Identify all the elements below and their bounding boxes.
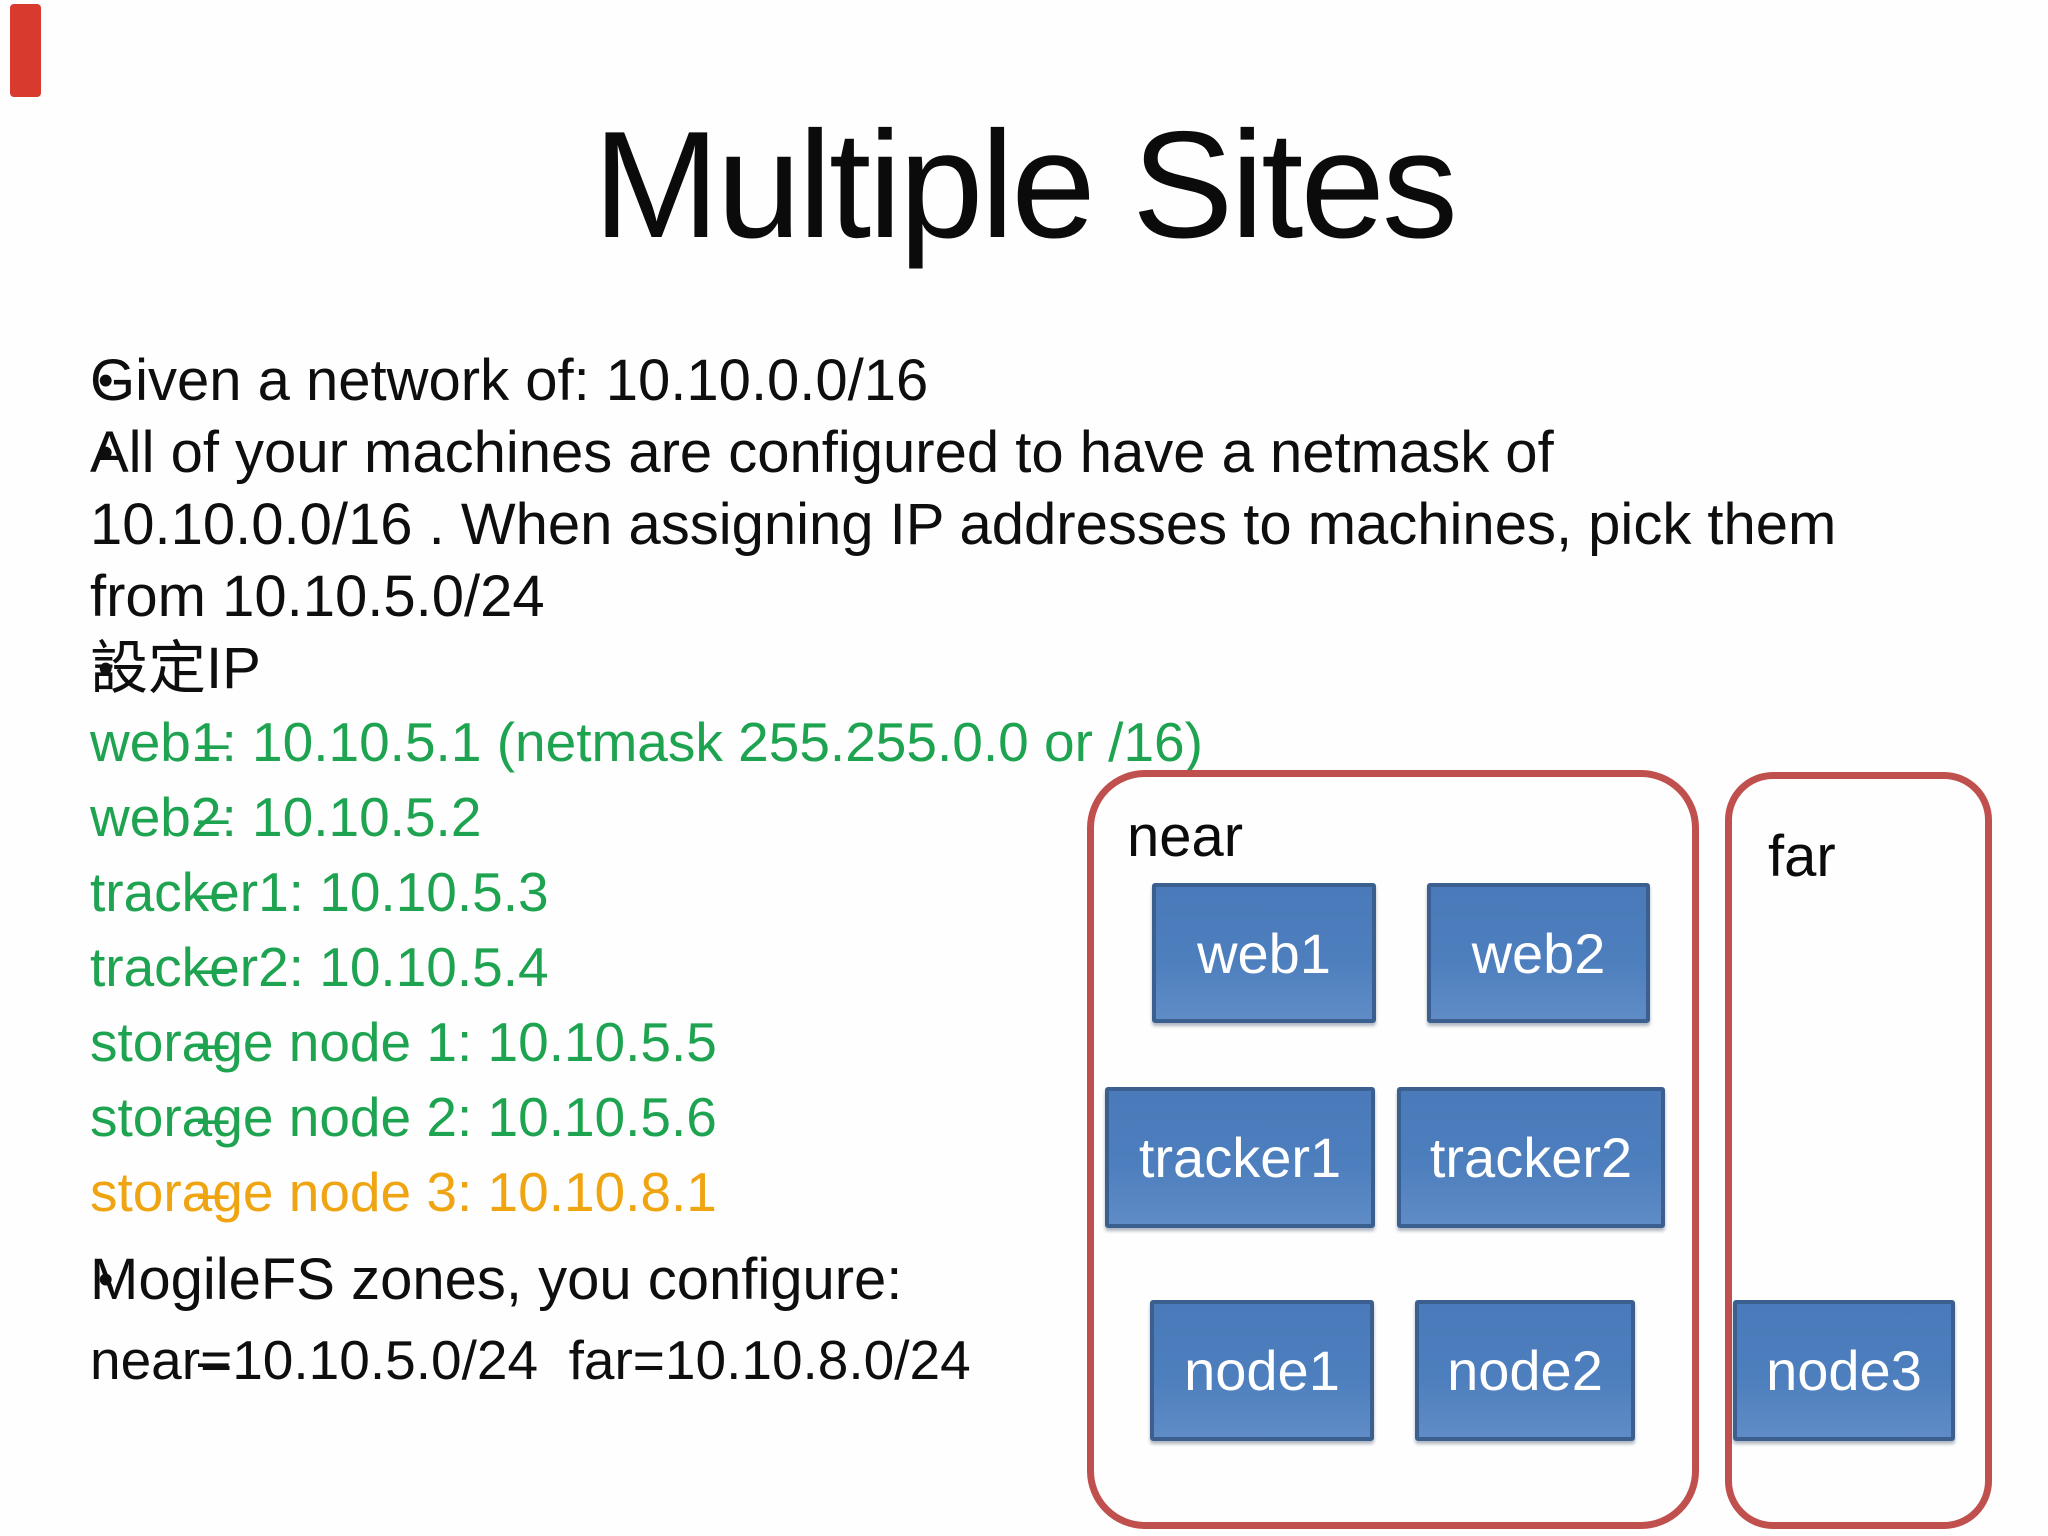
machine-box-node2: node2 [1415,1300,1635,1441]
machine-box-tracker2: tracker2 [1397,1087,1665,1228]
sub-bullet-storage2-ip: storage node 2: 10.10.5.6 [90,1080,1900,1155]
machine-box-web1: web1 [1152,883,1376,1023]
bullet-set-ip: 設定IP [90,633,1900,705]
red-corner-fragment [10,4,41,97]
zone-near-outline [1087,770,1699,1529]
sub-bullet-zone-config: near=10.10.5.0/24 far=10.10.8.0/24 [90,1323,1900,1398]
sub-bullet-web1-ip: web1: 10.10.5.1 (netmask 255.255.0.0 or … [90,705,1900,780]
sub-bullet-web2-ip: web2: 10.10.5.2 [90,780,1900,855]
zone-far-outline [1725,772,1992,1529]
sub-bullet-storage3-ip: storage node 3: 10.10.8.1 [90,1155,1900,1230]
bullet-given-network: Given a network of: 10.10.0.0/16 [90,345,1900,417]
bullet-mogilefs-zones: MogileFS zones, you configure: [90,1244,1900,1316]
slide-title: Multiple Sites [593,100,1458,270]
machine-box-tracker1: tracker1 [1105,1087,1375,1228]
zone-far-label: far [1768,824,1836,889]
bullet-netmask-config: All of your machines are configured to h… [90,417,1900,633]
sub-bullet-tracker1-ip: tracker1: 10.10.5.3 [90,855,1900,930]
zone-near-label: near [1127,804,1244,869]
machine-box-node3: node3 [1733,1300,1955,1441]
machine-box-node1: node1 [1150,1300,1374,1441]
bullet-list: Given a network of: 10.10.0.0/16 All of … [90,345,1900,1398]
machine-box-web2: web2 [1427,883,1650,1023]
sub-bullet-tracker2-ip: tracker2: 10.10.5.4 [90,930,1900,1005]
sub-bullet-storage1-ip: storage node 1: 10.10.5.5 [90,1005,1900,1080]
